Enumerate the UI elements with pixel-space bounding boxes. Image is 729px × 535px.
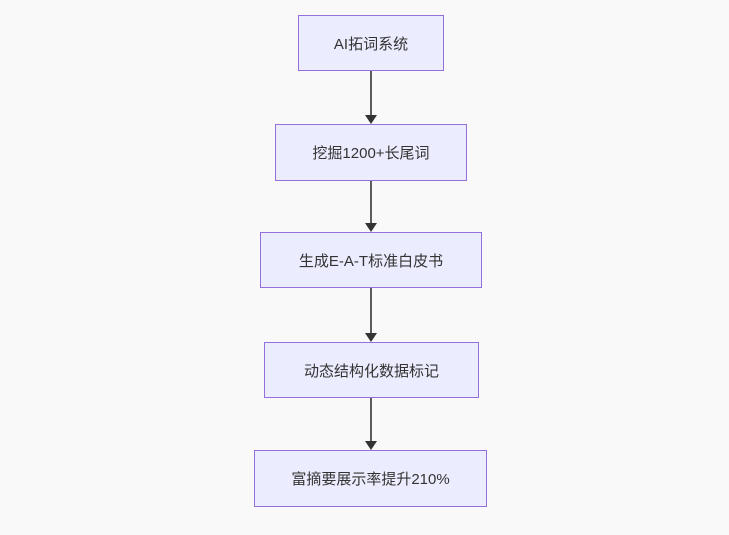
flow-node-rich-snippet-result: 富摘要展示率提升210%	[254, 450, 487, 507]
arrow-shaft	[370, 71, 372, 116]
flow-arrow-3	[365, 288, 377, 342]
flow-node-label: 挖掘1200+长尾词	[312, 145, 430, 162]
flow-node-label: 动态结构化数据标记	[303, 362, 439, 380]
arrow-shaft	[370, 288, 372, 334]
arrow-shaft	[370, 181, 372, 224]
flow-node-label: 生成E-A-T标准白皮书	[298, 252, 444, 270]
flow-node-structured-data: 动态结构化数据标记	[264, 342, 479, 398]
flow-node-label: AI拓词系统	[333, 35, 409, 53]
flow-node-ai-word-expansion: AI拓词系统	[298, 15, 444, 71]
arrow-down-icon	[365, 333, 377, 342]
arrow-down-icon	[365, 223, 377, 232]
flow-arrow-2	[365, 181, 377, 232]
arrow-shaft	[370, 398, 372, 442]
arrow-down-icon	[365, 441, 377, 450]
arrow-down-icon	[365, 115, 377, 124]
flow-node-longtail-mining: 挖掘1200+长尾词	[275, 124, 467, 181]
flow-node-label: 富摘要展示率提升210%	[291, 471, 450, 488]
flow-node-eat-whitepaper: 生成E-A-T标准白皮书	[260, 232, 482, 288]
flow-arrow-4	[365, 398, 377, 450]
flow-arrow-1	[365, 71, 377, 124]
